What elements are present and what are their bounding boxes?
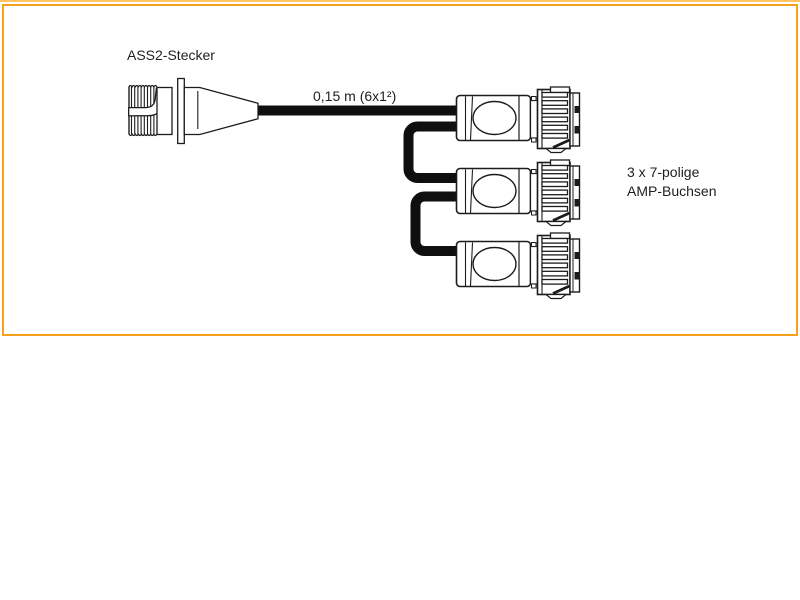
- cable-length-label: 0,15 m (6x1²): [313, 88, 397, 104]
- sockets-label: 3 x 7-polige AMP-Buchsen: [627, 163, 716, 200]
- sockets-label-line2: AMP-Buchsen: [627, 182, 717, 199]
- ass2-plug-drawing: [128, 77, 259, 145]
- amp-socket-2: [455, 158, 581, 227]
- plug-cone: [183, 86, 259, 136]
- page-top-accent-line: [0, 0, 800, 2]
- amp-socket-1: [455, 85, 581, 154]
- content-frame-border: [2, 4, 798, 336]
- plug-flange: [177, 77, 185, 145]
- amp-socket-3: [455, 231, 581, 300]
- plug-body-section: [156, 86, 173, 136]
- sockets-label-line1: 3 x 7-polige: [627, 164, 700, 180]
- branch-cable-2: [410, 191, 457, 256]
- plug-label: ASS2-Stecker: [127, 47, 215, 63]
- branch-cable-1: [403, 121, 457, 183]
